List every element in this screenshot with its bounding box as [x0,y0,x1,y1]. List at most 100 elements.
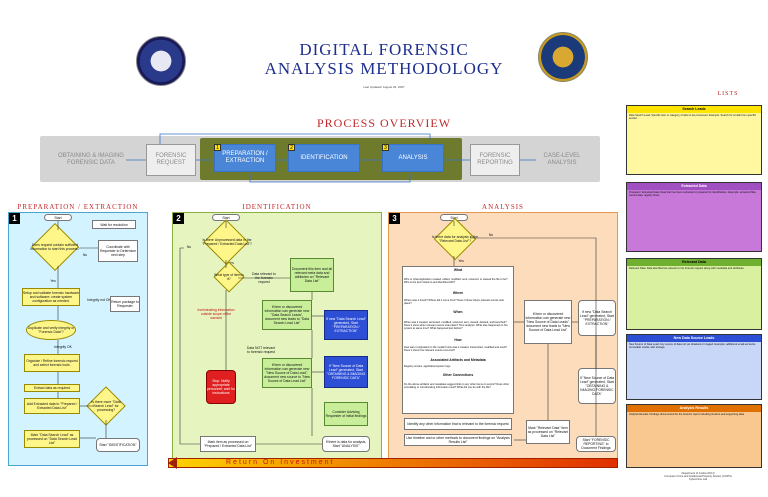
last-updated: Last Updated: August 02, 2007 [363,85,405,89]
p2-connectors [179,221,324,445]
list-search-leads-title: Search Leads [627,106,761,113]
p3-what-head: What [453,268,463,272]
p2-not-relevant: Data NOT relevant to forensic request [246,346,276,354]
p1-yes-label: Yes [50,278,56,283]
process-overview-heading: PROCESS OVERVIEW [316,116,452,130]
p2-if-new-search: If new "Data Search Lead" generated, Sta… [324,310,368,340]
po-forensic-request: FORENSIC REQUEST [146,144,196,176]
footer: Department of Justice (DOJ) Computer Cri… [640,472,756,481]
po-preparation: PREPARATION / EXTRACTION [214,144,276,172]
p1-wait-resolution: Wait for resolution [92,220,136,229]
po-arrows [126,133,536,183]
p1-organize: Organize / Refine forensic request and s… [24,354,80,372]
p1-duplicate: Duplicate and verify integrity of "Foren… [26,320,76,340]
list-search-leads: Search Leads Data Search Lead: Specific … [626,105,762,175]
p1-setup: Setup and validate forensic hardware and… [22,288,80,306]
list-relevant-title: Relevant Data [627,259,761,266]
panel3-number: 3 [389,213,400,224]
p3-use-timeline: Use timeline and or other methods to doc… [404,434,512,446]
p3-when-head: When [453,310,463,314]
p3-yes-label: Yes [458,258,464,263]
page-title: DIGITAL FORENSIC ANALYSIS METHODOLOGY [200,40,568,78]
list-extracted-title: Extracted Data [627,183,761,190]
p2-what-type: What type of item is it? [214,273,244,281]
p1-coordinate: Coordinate with Requester to Determine n… [98,240,138,262]
list-new-source-body: New Source of Data Lead: Any source of d… [629,343,756,349]
po-identification: IDENTIFICATION [288,144,360,172]
p3-no-label: No [488,232,494,237]
p3-what-body: Who or what application created, edited,… [404,278,508,284]
p2-mark-processed: Mark item as processed on "Prepared / Ex… [200,436,256,452]
p1-no-label: No [82,252,88,257]
p3-questions-box [402,266,514,414]
p1-mark-search: Mark "Data Search Lead" as processed on … [24,430,80,448]
p1-return-package: Return package to Requester [110,296,140,312]
p3-when-body: When was it created, accessed, modified,… [404,320,508,330]
panel1-number: 1 [9,213,20,224]
title-line-1: DIGITAL FORENSIC [299,40,469,59]
footer-line-1: Department of Justice (DOJ) [681,472,715,475]
footer-line-3: Cybercrime Lab [688,478,708,481]
list-new-source-title: New Data Source Leads [627,335,761,342]
p1-connectors [57,221,107,439]
p1-integrity-ok: Integrity OK [54,345,72,349]
fbi-seal-icon [136,36,186,86]
p3-where-head: Where [452,291,464,295]
footer-line-2: Computer Crime and Intellectual Property… [664,475,732,478]
p3-identify: Identify any other information that is r… [404,418,512,430]
p3-if-gen-source: If item or discovered information can ge… [524,300,572,344]
p3-is-there: Is there data for analysis in the "Relev… [431,235,479,243]
list-new-source: New Data Source Leads New Source of Data… [626,334,762,400]
p3-other-head: Other Connections [442,373,474,377]
p1-integrity-not-ok: Integrity not OK [87,298,111,302]
po-obtaining: OBTAINING & IMAGING FORENSIC DATA [58,153,124,166]
p2-is-there: Is there Unprocessed data in the "Prepar… [202,238,252,246]
p3-if-gen-search: If new "Data Search Lead" generated, Sta… [578,300,616,336]
p2-document: Document this item and all relevant meta… [290,258,334,292]
list-search-leads-body: Data Search Lead: Specific item or categ… [629,114,757,120]
list-extracted-body: Prepared / Extracted Data: Data that has… [629,191,757,197]
analysis-heading: ANALYSIS [482,203,524,211]
po-step2-badge: 2 [288,144,295,151]
p1-start-ident: Start "IDENTIFICATION" [96,438,140,452]
p2-incriminating: Incriminating information outside scope … [197,308,235,320]
p1-start: Start [44,214,72,221]
doj-seal-icon [538,32,588,82]
p3-how-body: How was it originated on the media? How … [404,346,507,352]
p3-if-new-source: If "New Source of Data Lead" generated, … [578,368,616,404]
p3-how-head: How [454,338,462,342]
p2-if-data: If there is data for analysis, Start "AN… [322,436,370,452]
p2-if-item: If item or discovered information can ge… [262,300,312,330]
ident-heading: IDENTIFICATION [242,203,312,211]
p1-does-request: Does request contain sufficient informat… [30,243,80,251]
p1-add-extracted: Add Extracted data to "Prepared / Extrac… [24,398,80,414]
roi-label: Return On Investment [226,459,335,466]
p2-no-label: No [186,244,192,249]
p2-if-item2: If item or discovered information can ge… [262,358,312,388]
p2-stop: Stop. Notify appropriate personnel; wait… [206,370,236,404]
p3-assoc-body: Registry entries, application/system log… [404,364,451,368]
p1-more-search: Is there more "Data Search Lead" for pro… [91,400,121,412]
p3-assoc-head: Associated Artifacts and Metadata [430,358,486,362]
roi-arrowhead-icon [168,457,177,469]
list-results: Analysis Results Analysis Results: Findi… [626,404,762,468]
p3-where-body: Where was it found? Where did it come fr… [404,299,504,305]
lists-heading: LISTS [717,91,739,97]
panel2-number: 2 [173,213,184,224]
list-results-title: Analysis Results [627,405,761,412]
list-extracted: Extracted Data Prepared / Extracted Data… [626,182,762,252]
list-relevant-body: Relevant Data: Data identified as releva… [629,267,745,270]
po-case-level: CASE-LEVEL ANALYSIS [543,153,581,166]
list-relevant: Relevant Data Relevant Data: Data identi… [626,258,762,330]
p3-connectors [453,221,597,441]
po-analysis: ANALYSIS [382,144,444,172]
p2-consider: Consider Advising Requester of initial f… [324,402,368,426]
po-step1-badge: 1 [214,144,221,151]
p3-mark-relevant: Mark "Relevant Data" item as processed o… [526,420,570,444]
po-forensic-reporting: FORENSIC REPORTING [470,144,520,176]
prep-heading: PREPARATION / EXTRACTION [17,203,139,211]
list-results-body: Analysis Results: Findings documented fo… [629,413,745,416]
p3-start-reporting: Start "FORENSIC REPORTING" to Document F… [576,436,616,452]
p2-if-new-source: If "New Source of Data Lead" generated, … [324,356,368,388]
p1-extract: Extract data as required [24,384,80,392]
